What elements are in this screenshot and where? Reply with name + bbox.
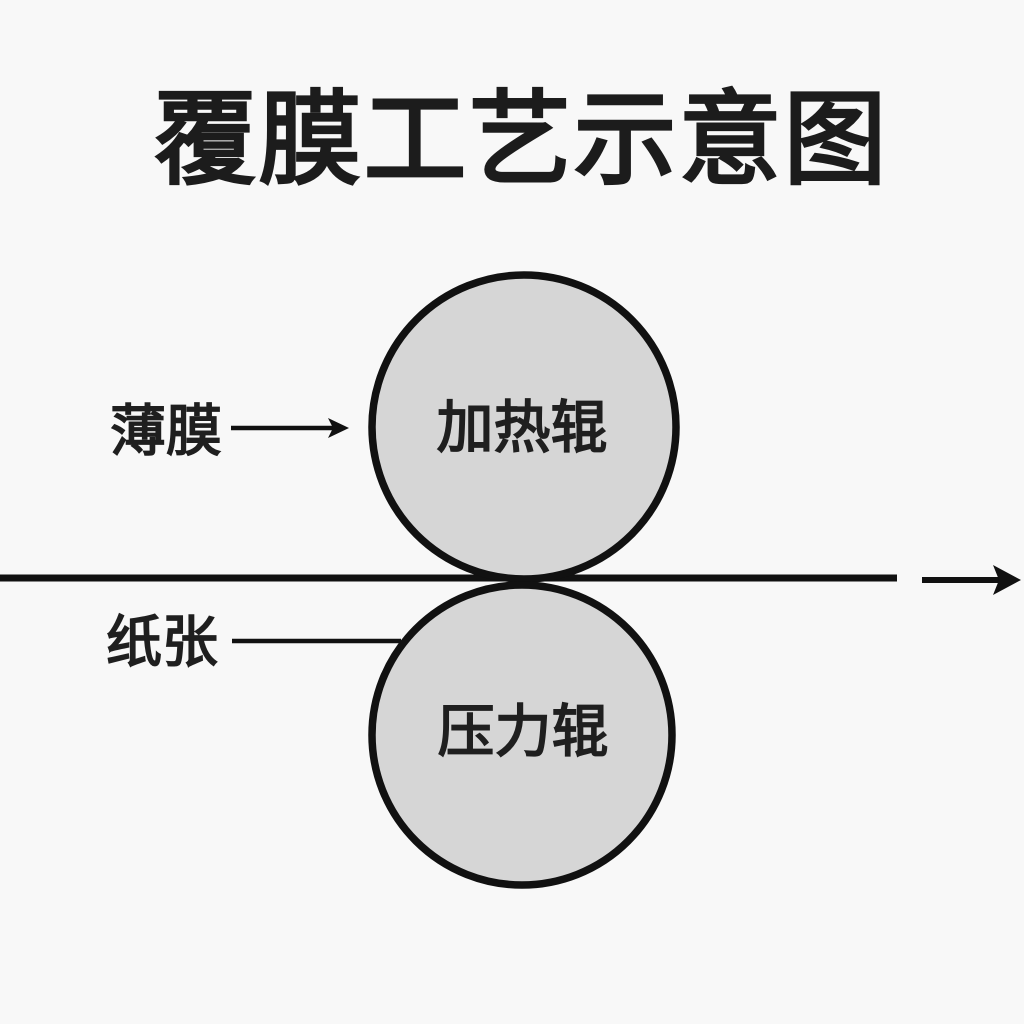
pressure-roller-label: 压力辊 (438, 700, 609, 764)
film-arrowhead (328, 418, 349, 438)
film-arrow-icon (231, 418, 349, 438)
heating-roller-label: 加热辊 (437, 396, 608, 460)
film-label: 薄膜 (110, 400, 222, 463)
flow-arrowhead (993, 565, 1021, 595)
paper-label: 纸张 (106, 611, 218, 674)
flow-arrow-icon (922, 565, 1021, 595)
pressure-roller-circle (368, 581, 676, 889)
heating-roller-circle (368, 271, 680, 583)
diagram-title: 覆膜工艺示意图 (154, 82, 889, 197)
